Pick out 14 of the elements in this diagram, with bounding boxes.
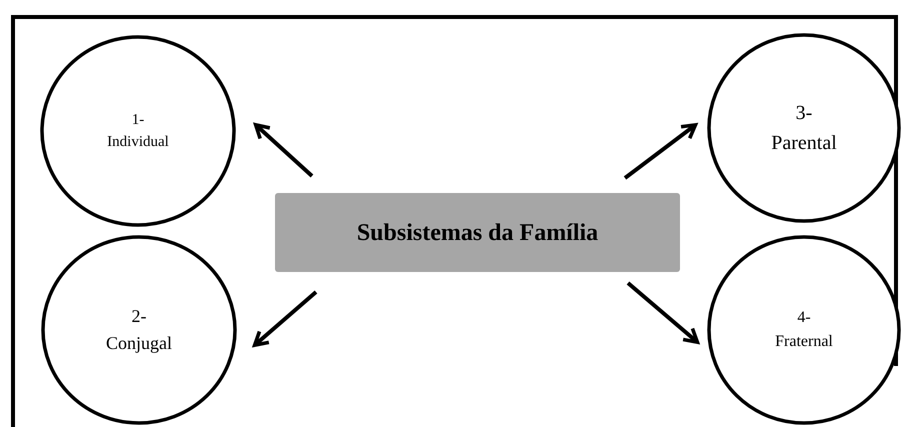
title-box (275, 193, 680, 272)
circle-node (41, 235, 237, 425)
arrow (624, 123, 698, 180)
node-label: 4- Fraternal (775, 308, 833, 352)
arrow (252, 290, 318, 347)
node-label: 1- Individual (107, 110, 169, 152)
circle-node (707, 33, 901, 223)
circle-node (707, 235, 901, 425)
arrow (626, 281, 700, 344)
arrow (254, 123, 314, 178)
node-label: 3- Parental (771, 101, 837, 156)
node-label: Subsistemas da Família (356, 218, 598, 248)
node-label: 2- Conjugal (106, 305, 172, 355)
circle-node (40, 35, 236, 227)
